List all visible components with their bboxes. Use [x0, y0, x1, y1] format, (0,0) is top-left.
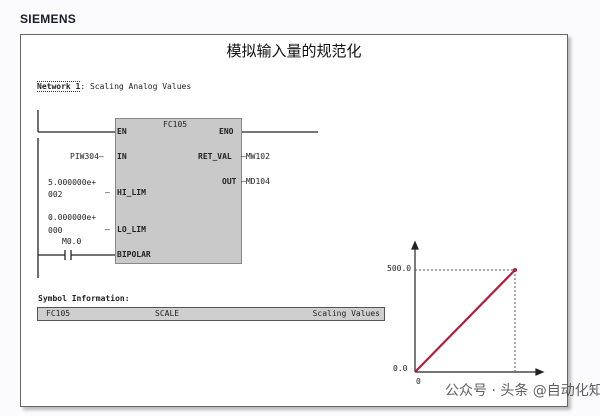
slide-title: 模拟输入量的规范化 [226, 42, 362, 60]
y-max-label: 500.0 [387, 264, 412, 273]
symbol-name: SCALE [155, 309, 180, 318]
max-point [513, 268, 517, 272]
network-label: Network 1 [37, 81, 81, 92]
hi-lim-value-1: 5.000000e+ [48, 178, 97, 187]
lo-lim-value-2: 000 [48, 226, 63, 235]
network-title: : Scaling Analog Values [80, 82, 192, 91]
pin-ret-val: RET_VAL [198, 152, 232, 161]
x-axis-arrow [535, 368, 545, 376]
ret-val-operand: –MW102 [241, 152, 270, 161]
symbol-info-row[interactable]: FC105 SCALE Scaling Values [37, 307, 385, 321]
y-min-label: 0.0 [393, 364, 408, 373]
in-operand: PIW304– [70, 152, 104, 161]
pin-hi-lim: HI_LIM [117, 188, 146, 197]
lo-lim-value-1: 0.000000e+ [48, 213, 97, 222]
scaling-line [414, 269, 516, 373]
pin-bipolar: BIPOLAR [117, 250, 151, 259]
pin-in: IN [117, 152, 127, 161]
pin-eno: ENO [219, 127, 234, 136]
symbol-comment: Scaling Values [312, 309, 380, 318]
symbol-info-heading: Symbol Information: [38, 294, 130, 303]
pin-out: OUT [222, 177, 237, 186]
pin-lo-lim: LO_LIM [117, 225, 146, 234]
hi-lim-value-2: 002 [48, 190, 63, 199]
lo-lim-dash: – [105, 225, 110, 234]
x-origin-label: 0 [416, 377, 421, 386]
watermark: 公众号 · 头条 @自动化知识 [445, 383, 600, 399]
out-operand: –MD104 [241, 177, 270, 186]
block-name: FC105 [163, 120, 188, 129]
network-header: Network 1: Scaling Analog Values [37, 81, 192, 92]
symbol-block: FC105 [46, 309, 71, 318]
fc105-block[interactable] [115, 118, 242, 264]
y-axis-arrow [411, 240, 419, 250]
pin-en: EN [117, 127, 127, 136]
slide-frame [20, 34, 568, 407]
siemens-logo: SIEMENS [20, 12, 77, 26]
hi-lim-dash: – [105, 188, 110, 197]
bipolar-contact-label: M0.0 [62, 237, 82, 246]
